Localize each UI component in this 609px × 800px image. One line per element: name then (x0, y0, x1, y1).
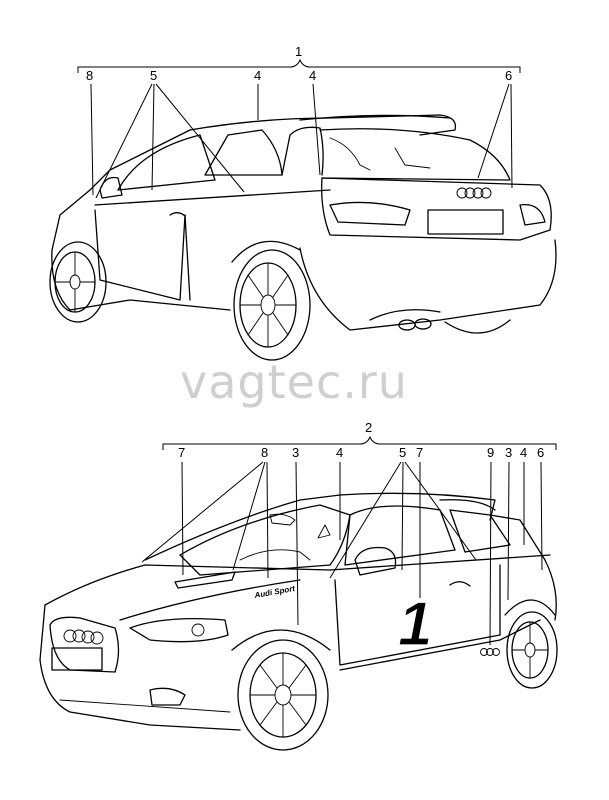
callout-9: 9 (487, 445, 494, 460)
rear-wheel-arch (504, 599, 556, 616)
right-tail-light (519, 203, 546, 226)
rear-spoiler (439, 499, 496, 511)
front-door (94, 209, 186, 301)
callout-3: 3 (292, 445, 299, 460)
front-wheel (49, 241, 107, 323)
front-view-car: 2 7 8 3 4 5 7 9 3 4 6 (39, 420, 558, 751)
side-mirror (99, 176, 123, 199)
group-label-1: 1 (295, 44, 302, 59)
leader-8a (141, 461, 264, 563)
leader-5c (155, 83, 245, 193)
bonnet-decal (174, 571, 236, 589)
front-plate (51, 647, 103, 671)
rear-quarter (544, 559, 557, 621)
rear-wheel-arch (231, 240, 301, 263)
callout-7b: 7 (416, 445, 423, 460)
leader-3a (295, 461, 299, 626)
window-reflection (394, 147, 431, 169)
leader-3b (507, 461, 510, 601)
leader-5a (95, 83, 153, 199)
a-pillar-line (51, 129, 191, 251)
callout-4: 4 (254, 68, 261, 83)
door-gap (184, 214, 191, 301)
shoulder-line (329, 554, 551, 571)
callout-3b: 3 (505, 445, 512, 460)
rear-wheel (506, 611, 558, 689)
callout-7: 7 (178, 445, 185, 460)
fog-light (149, 687, 186, 706)
door-number-decal: 1 (398, 590, 432, 659)
callout-5: 5 (399, 445, 406, 460)
c-pillar (281, 126, 324, 176)
leader-6b (510, 83, 513, 189)
side-sill (339, 619, 541, 671)
callout-5: 5 (150, 68, 157, 83)
group-label-2: 2 (365, 420, 372, 435)
windscreen (179, 504, 351, 576)
door-handle (449, 581, 471, 587)
wiper-reflection (329, 137, 371, 171)
rear-side-window (449, 509, 511, 553)
steering-wheel (239, 549, 311, 561)
front-wheel-arch (231, 629, 331, 651)
side-sill (51, 249, 231, 311)
group-bracket-1 (77, 58, 521, 73)
leader-5b (401, 461, 404, 571)
callout-6: 6 (505, 68, 512, 83)
sticker-triangle (317, 524, 331, 539)
leader-9 (489, 461, 492, 646)
leader-5a (329, 461, 402, 579)
front-door (334, 564, 501, 666)
grille (49, 616, 120, 673)
front-bumper (39, 604, 241, 731)
exhaust-left (398, 319, 416, 331)
group-bracket-2 (162, 435, 557, 450)
leader-6a (477, 83, 510, 179)
callout-8: 8 (261, 445, 268, 460)
left-tail-light (329, 201, 411, 226)
leader-7a (181, 461, 184, 576)
watermark-text: vagtec.ru (180, 355, 408, 409)
sill-rings-logo (480, 648, 500, 656)
far-rear-wheel (444, 319, 511, 334)
front-side-window (117, 134, 216, 191)
lower-splitter (59, 699, 231, 713)
roof-line (144, 492, 496, 561)
bonnet-crease (119, 579, 301, 621)
leader-6b (540, 461, 543, 571)
headlight-lens (191, 623, 205, 637)
rear-windscreen (319, 128, 511, 181)
rear-rings-logo (456, 187, 492, 199)
leader-4b (312, 83, 321, 176)
bonnet-edge (44, 564, 331, 606)
rear-bumper (299, 239, 557, 331)
shoulder-line (94, 189, 331, 206)
front-side-window (344, 505, 456, 566)
front-wheel (237, 639, 329, 751)
leader-5b (151, 83, 155, 191)
spoiler-top (299, 114, 451, 121)
headlight (129, 617, 229, 643)
callout-6: 6 (537, 445, 544, 460)
door-handle (169, 212, 186, 217)
rear-view-mirror (269, 513, 296, 526)
rear-wheel (233, 249, 311, 361)
rear-side-window (204, 129, 283, 176)
leader-8 (90, 83, 94, 196)
tailgate (321, 177, 552, 241)
front-rings-logo (63, 629, 104, 645)
leader-8c (266, 461, 269, 579)
callout-4b: 4 (520, 445, 527, 460)
rear-view-car: 1 8 5 4 4 6 (49, 44, 557, 361)
c-pillar (489, 514, 546, 561)
callout-4: 4 (336, 445, 343, 460)
rear-plate (427, 209, 504, 235)
diffuser-line (369, 309, 441, 321)
callout-4b: 4 (309, 68, 316, 83)
exhaust-right (414, 318, 432, 330)
callout-8: 8 (86, 68, 93, 83)
